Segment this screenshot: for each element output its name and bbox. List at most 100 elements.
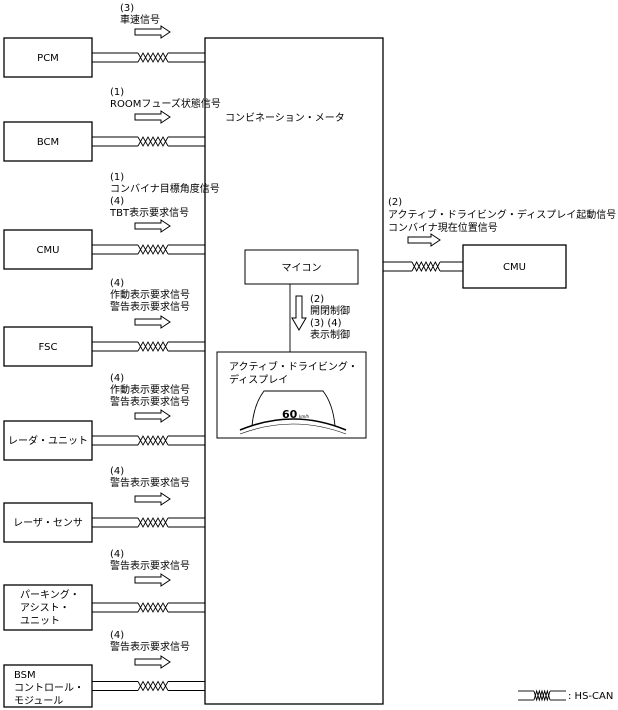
link-bsm-control-module bbox=[92, 655, 205, 692]
signal-label: (4) bbox=[110, 549, 124, 560]
module-radar-unit: レーダ・ユニット bbox=[3, 420, 93, 461]
signal-label: 警告表示要求信号 bbox=[110, 640, 190, 653]
signal-label: 作動表示要求信号 bbox=[110, 383, 190, 396]
twist-strand bbox=[137, 341, 169, 352]
module-label: BSM bbox=[14, 670, 36, 681]
twist-strand bbox=[137, 52, 169, 63]
module-box bbox=[3, 664, 93, 708]
control-label-line: 開閉制御 bbox=[310, 304, 350, 317]
link-cmu bbox=[92, 219, 205, 255]
signal-arrow-icon bbox=[134, 219, 171, 233]
module-bsm-control-module: BSM コントロール・ モジュール bbox=[3, 664, 93, 708]
module-parking-assist-unit: パーキング・ アシスト・ ユニット bbox=[3, 584, 93, 631]
right-cmu-label: CMU bbox=[503, 262, 526, 273]
module-box bbox=[3, 326, 93, 367]
signal-label: (4) bbox=[110, 196, 124, 207]
twist-strand bbox=[411, 261, 441, 272]
twist-strand bbox=[137, 435, 169, 446]
twist-strand bbox=[137, 52, 169, 63]
combination-meter-title: コンビネーション・メータ bbox=[225, 112, 345, 124]
signal-labels: (3) 車速信号 (1) ROOMフューズ状態信号 (1) コンバイナ目標角度信… bbox=[109, 3, 221, 653]
twist-strand bbox=[137, 136, 169, 147]
control-arrow-icon bbox=[291, 295, 307, 331]
module-fsc: FSC bbox=[3, 326, 93, 367]
module-pcm: PCM bbox=[3, 37, 93, 78]
signal-label: (4) bbox=[110, 373, 124, 384]
right-signal-label: コンバイナ現在位置信号 bbox=[388, 221, 498, 234]
signal-label: (4) bbox=[110, 466, 124, 477]
speed-value: 60 bbox=[282, 408, 298, 421]
link-fsc bbox=[92, 315, 205, 352]
twist-strand bbox=[137, 435, 169, 446]
signal-arrow-icon bbox=[134, 110, 171, 124]
module-box bbox=[3, 584, 93, 631]
module-box bbox=[3, 121, 93, 162]
module-cmu: CMU bbox=[3, 229, 93, 270]
module-label: パーキング・ bbox=[20, 588, 80, 601]
control-label-line: 表示制御 bbox=[310, 328, 350, 341]
signal-arrow-icon bbox=[134, 409, 171, 423]
signal-label: (4) bbox=[110, 630, 124, 641]
signal-label: (1) bbox=[110, 172, 124, 183]
signal-label: 車速信号 bbox=[120, 13, 160, 26]
right-link bbox=[383, 233, 463, 272]
module-label: アシスト・ bbox=[20, 603, 70, 614]
twist-strand bbox=[137, 602, 169, 613]
signal-label: 警告表示要求信号 bbox=[110, 559, 190, 572]
active-driving-display-label: ディスプレイ bbox=[229, 373, 288, 386]
right-cmu-box bbox=[462, 244, 567, 289]
signal-arrow-icon bbox=[134, 492, 171, 506]
signal-label: コンバイナ目標角度信号 bbox=[110, 182, 220, 195]
module-laser-sensor: レーザ・センサ bbox=[3, 502, 93, 543]
twist-strand bbox=[137, 244, 169, 255]
signal-arrow-icon bbox=[134, 315, 171, 329]
right-cmu: CMU (2) アクティブ・ドライビング・ディスプレイ起動信号 コンバイナ現在位… bbox=[388, 197, 616, 289]
signal-label: TBT表示要求信号 bbox=[109, 206, 189, 219]
micom-label: マイコン bbox=[282, 263, 322, 274]
legend: : HS-CAN bbox=[518, 689, 613, 702]
twist-strand bbox=[137, 341, 169, 352]
module-label: モジュール bbox=[14, 696, 63, 707]
signal-label: ROOMフューズ状態信号 bbox=[110, 97, 221, 110]
signal-label: (1) bbox=[110, 87, 124, 98]
twist-strand bbox=[137, 680, 169, 692]
legend-label: : HS-CAN bbox=[568, 691, 613, 702]
control-label-line: (2) bbox=[310, 294, 324, 305]
left-links bbox=[92, 25, 205, 692]
module-label: コントロール・ bbox=[14, 683, 84, 694]
twist-strand bbox=[137, 244, 169, 255]
link-bcm bbox=[92, 110, 205, 147]
module-label: ユニット bbox=[20, 616, 60, 627]
micom-box bbox=[244, 249, 359, 285]
signal-label: 警告表示要求信号 bbox=[110, 395, 190, 408]
module-label: PCM bbox=[37, 53, 59, 64]
signal-arrow-icon bbox=[134, 655, 171, 669]
module-box bbox=[3, 420, 93, 461]
twist-strand bbox=[137, 517, 169, 528]
module-box bbox=[3, 502, 93, 543]
signal-label: 警告表示要求信号 bbox=[110, 476, 190, 489]
right-signal-label: アクティブ・ドライビング・ディスプレイ起動信号 bbox=[388, 208, 616, 221]
twist-strand bbox=[411, 261, 441, 272]
link-radar-unit bbox=[92, 409, 205, 446]
active-driving-display: アクティブ・ドライビング・ ディスプレイ 60 km/h bbox=[216, 351, 367, 439]
twist-strand bbox=[137, 517, 169, 528]
signal-arrow-icon bbox=[134, 25, 171, 39]
signal-label: (4) bbox=[110, 278, 124, 289]
twist-strand bbox=[533, 689, 551, 702]
active-driving-display-label: アクティブ・ドライビング・ bbox=[229, 360, 358, 373]
module-label: FSC bbox=[39, 342, 58, 353]
signal-arrow-icon bbox=[134, 573, 171, 587]
module-bcm: BCM bbox=[3, 121, 93, 162]
link-laser-sensor bbox=[92, 492, 205, 528]
twist-strand bbox=[137, 136, 169, 147]
micom: マイコン bbox=[244, 249, 359, 285]
signal-arrow-icon bbox=[407, 233, 441, 247]
combiner-illustration-icon bbox=[239, 390, 347, 435]
module-box bbox=[3, 37, 93, 78]
twist-strand bbox=[137, 680, 169, 692]
right-signal-label: (2) bbox=[388, 197, 402, 208]
signal-label: (3) bbox=[120, 3, 134, 14]
link-pcm bbox=[92, 25, 205, 63]
